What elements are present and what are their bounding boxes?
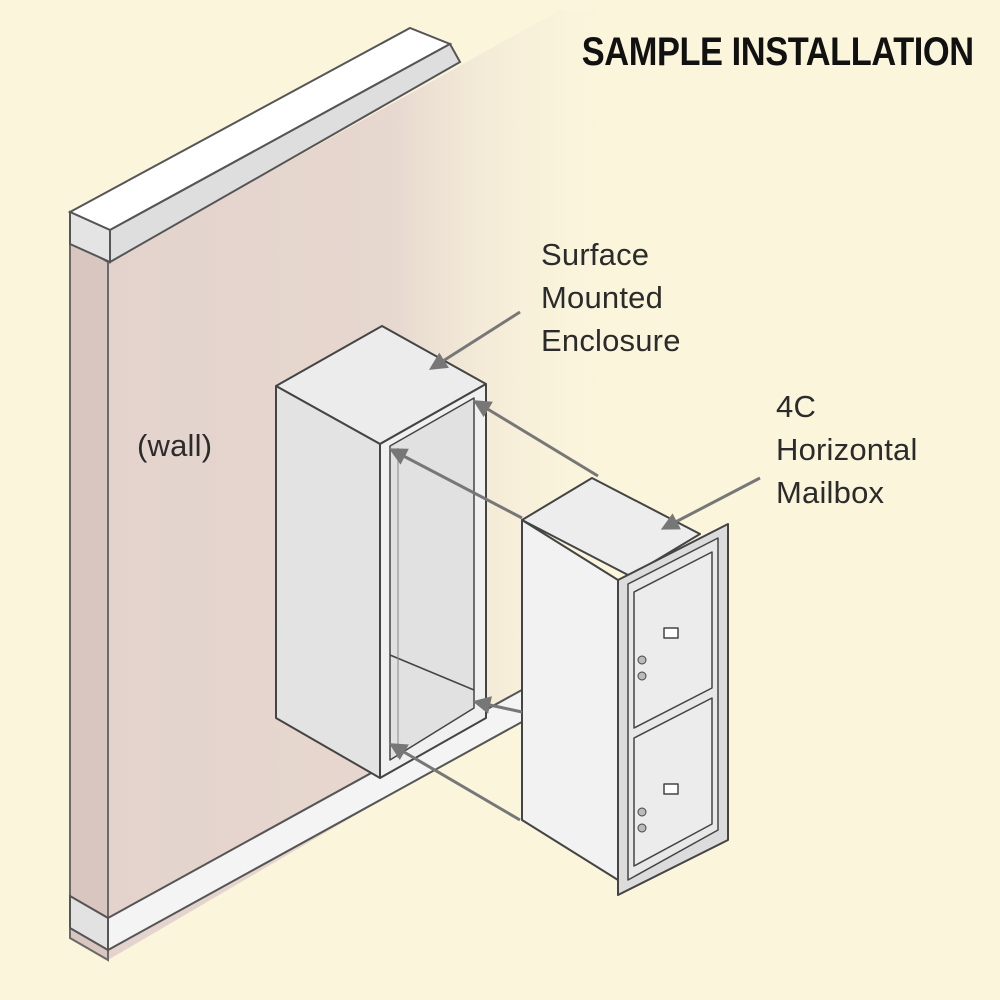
enclosure-label-line: Mounted (541, 280, 664, 315)
wall-top-cap (67, 26, 462, 264)
enclosure-label-line: Enclosure (541, 323, 681, 358)
mailbox-label-line: 4C (776, 389, 817, 424)
page-title: SAMPLE INSTALLATION (582, 30, 974, 74)
mailbox-label-line: Mailbox (776, 475, 885, 510)
wall-side (69, 238, 109, 962)
installation-arrows (388, 310, 761, 822)
enclosure-label-line: Surface (541, 237, 650, 272)
wall-label: (wall) (137, 428, 213, 463)
enclosure-label: Surface Mounted Enclosure (541, 233, 681, 362)
surface-mounted-enclosure (275, 325, 487, 779)
horizontal-mailbox (521, 477, 729, 896)
mailbox-label: 4C Horizontal Mailbox (776, 385, 918, 514)
mailbox-label-line: Horizontal (776, 432, 918, 467)
